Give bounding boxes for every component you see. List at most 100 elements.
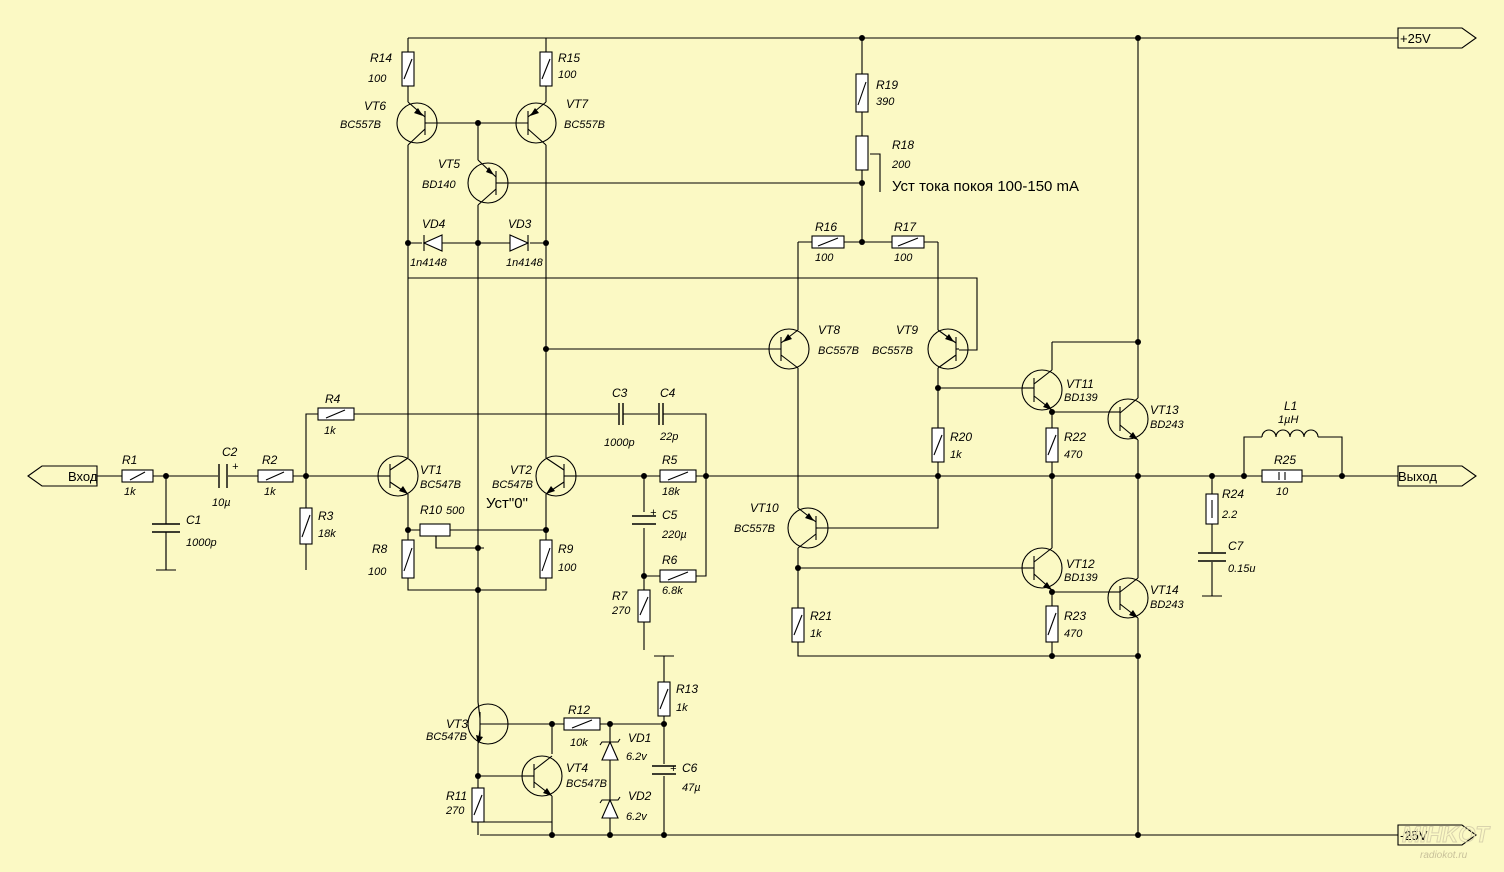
r21-ref: R21	[810, 609, 832, 623]
resistor-r3: R3 18k	[299, 507, 336, 545]
vt9-ref: VT9	[896, 323, 918, 337]
r22-value: 470	[1064, 449, 1083, 461]
resistor-r2: R2 1k	[257, 453, 294, 498]
vt9-value: BC557B	[872, 345, 913, 357]
r14-value: 100	[368, 73, 387, 85]
vd4-value: 1n4148	[410, 257, 448, 269]
transistor-vt14: VT14 BD243	[1107, 577, 1185, 619]
diode-vd3: VD3 1n4148	[506, 217, 544, 269]
r25-value: 10	[1276, 486, 1289, 498]
output-port: Выход	[1397, 465, 1477, 487]
watermark-site: radiokot.ru	[1420, 850, 1468, 861]
r5-ref: R5	[662, 453, 678, 467]
vt4-ref: VT4	[566, 761, 588, 775]
c3-value: 1000p	[604, 437, 635, 449]
output-port-label: Выход	[1398, 469, 1437, 484]
r1-value: 1k	[124, 486, 136, 498]
r8-ref: R8	[372, 542, 388, 556]
trimmer-r10[interactable]: R10 500	[419, 503, 465, 548]
c7-value: 0.15u	[1228, 563, 1256, 575]
vpos-port-label: +25V	[1400, 31, 1431, 46]
r16-ref: R16	[815, 220, 837, 234]
vt12-value: BD139	[1064, 572, 1098, 584]
vt12-ref: VT12	[1066, 557, 1095, 571]
vt14-value: BD243	[1150, 599, 1185, 611]
resistor-r22: R22 470	[1045, 427, 1086, 463]
l1-ref: L1	[1284, 399, 1297, 413]
r2-value: 1k	[264, 486, 276, 498]
r18-value: 200	[891, 159, 911, 171]
transistor-vt3: VT3 BC547B	[426, 701, 509, 745]
r19-ref: R19	[876, 78, 898, 92]
vd4-ref: VD4	[422, 217, 446, 231]
resistor-r25: R25 10	[1244, 453, 1342, 498]
r3-value: 18k	[318, 528, 336, 540]
vt5-value: BD140	[422, 179, 457, 191]
vt8-value: BC557B	[818, 345, 859, 357]
input-port: Вход	[27, 465, 98, 487]
r13-value: 1k	[676, 702, 688, 714]
c4-ref: C4	[660, 386, 676, 400]
transistor-vt10: VT10 BC557B	[734, 501, 829, 549]
r7-value: 270	[611, 605, 631, 617]
c2-ref: C2	[222, 445, 238, 459]
capacitor-c3: C3 1000p	[604, 386, 635, 449]
r4-value: 1k	[324, 425, 336, 437]
vt10-value: BC557B	[734, 523, 775, 535]
trimmer-r18[interactable]: R18 200	[855, 135, 914, 171]
r2-ref: R2	[262, 453, 278, 467]
transistor-vt2: VT2 BC547B	[492, 455, 577, 497]
vd3-value: 1n4148	[506, 257, 544, 269]
r8-value: 100	[368, 566, 387, 578]
transistor-vt13: VT13 BD243	[1107, 397, 1185, 441]
vt13-ref: VT13	[1150, 403, 1179, 417]
vt11-ref: VT11	[1066, 377, 1094, 391]
c5-ref: C5	[662, 508, 678, 522]
r15-ref: R15	[558, 51, 580, 65]
c1-ref: C1	[186, 513, 201, 527]
vd3-ref: VD3	[508, 217, 532, 231]
r17-ref: R17	[894, 220, 917, 234]
zero-adjust-note: Уст"0"	[486, 495, 528, 512]
vt7-value: BC557B	[564, 119, 605, 131]
diode-vd4: VD4 1n4148	[410, 217, 448, 269]
r10-value: 500	[446, 505, 465, 517]
transistor-vt7: VT7 BC557B	[515, 97, 605, 146]
r23-ref: R23	[1064, 609, 1086, 623]
c6-ref: C6	[682, 761, 698, 775]
vt6-value: BC557B	[340, 119, 381, 131]
r24-value: 2.2	[1221, 509, 1237, 521]
transistor-vt5: VT5 BD140	[422, 157, 509, 206]
vneg-port-label: -25V	[1400, 828, 1428, 843]
vt6-ref: VT6	[364, 99, 386, 113]
r13-ref: R13	[676, 682, 698, 696]
r5-value: 18k	[662, 486, 680, 498]
r4-ref: R4	[325, 392, 341, 406]
r6-ref: R6	[662, 553, 678, 567]
r23-value: 470	[1064, 628, 1083, 640]
r1-ref: R1	[122, 453, 137, 467]
vd1-value: 6.2v	[626, 751, 648, 763]
capacitor-c2: C2 10µ +	[212, 445, 239, 509]
vt4-value: BC547B	[566, 778, 607, 790]
vd2-ref: VD2	[628, 789, 652, 803]
r12-ref: R12	[568, 703, 590, 717]
r9-value: 100	[558, 562, 577, 574]
vt5-ref: VT5	[438, 157, 460, 171]
vt1-ref: VT1	[420, 463, 442, 477]
vt1-value: BC547B	[420, 479, 461, 491]
resistor-r9: R9 100	[539, 539, 577, 579]
capacitor-c7: C7 0.15u	[1198, 539, 1256, 597]
capacitor-c6: C6 47µ +	[652, 761, 701, 794]
vt7-ref: VT7	[566, 97, 589, 111]
resistor-r24: R24 2.2	[1205, 487, 1244, 525]
resistor-r4: R4 1k	[317, 392, 355, 437]
resistor-r17: R17 100	[891, 220, 925, 264]
resistor-r8: R8 100	[368, 539, 415, 579]
svg-text:+: +	[670, 763, 677, 775]
resistor-r13: R13 1k	[654, 655, 698, 717]
svg-text:+: +	[232, 461, 239, 473]
c6-value: 47µ	[682, 782, 701, 794]
resistor-r23: R23 470	[1045, 605, 1086, 643]
r3-ref: R3	[318, 509, 334, 523]
